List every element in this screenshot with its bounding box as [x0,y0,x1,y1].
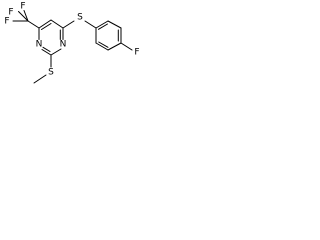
bond-ar-f [120,42,133,51]
bond-ar-2 [95,42,109,51]
bond-c6-s [62,20,75,29]
atom-label-n-top: N [60,40,67,50]
bond-c2-n3-double [42,46,51,52]
bond-ar-3 [107,42,122,51]
atom-label-s-methyl: S [48,68,54,78]
atom-label-f2: F [20,2,25,12]
atom-label-s-thio: S [77,13,83,23]
molecule-drawing: F F F N N S S F [4,2,140,84]
bond-c2-n3 [41,49,52,56]
bond-c4-c5-double [41,23,52,30]
atom-label-f-para: F [134,48,139,58]
atom-label-n-bottom: N [36,40,43,50]
bond-c5-c6 [50,19,64,29]
bond-cf-b [23,10,29,22]
bond-s-aryl [84,20,97,29]
bond-ar-2-double [98,41,109,48]
atom-label-f1: F [8,8,13,18]
bond-n1-c2 [50,48,62,56]
bond-cf3-ring [27,20,40,29]
bond-s-methyl [33,74,47,84]
atom-label-f3: F [4,17,9,27]
bond-cf-a [18,11,29,22]
bond-ar-6-double [98,23,108,30]
structure-diagram: F F F N N S S F [0,0,166,99]
bond-ar-6 [95,20,109,29]
bond-c4-c5 [38,19,52,29]
bond-ar-5 [107,20,122,29]
